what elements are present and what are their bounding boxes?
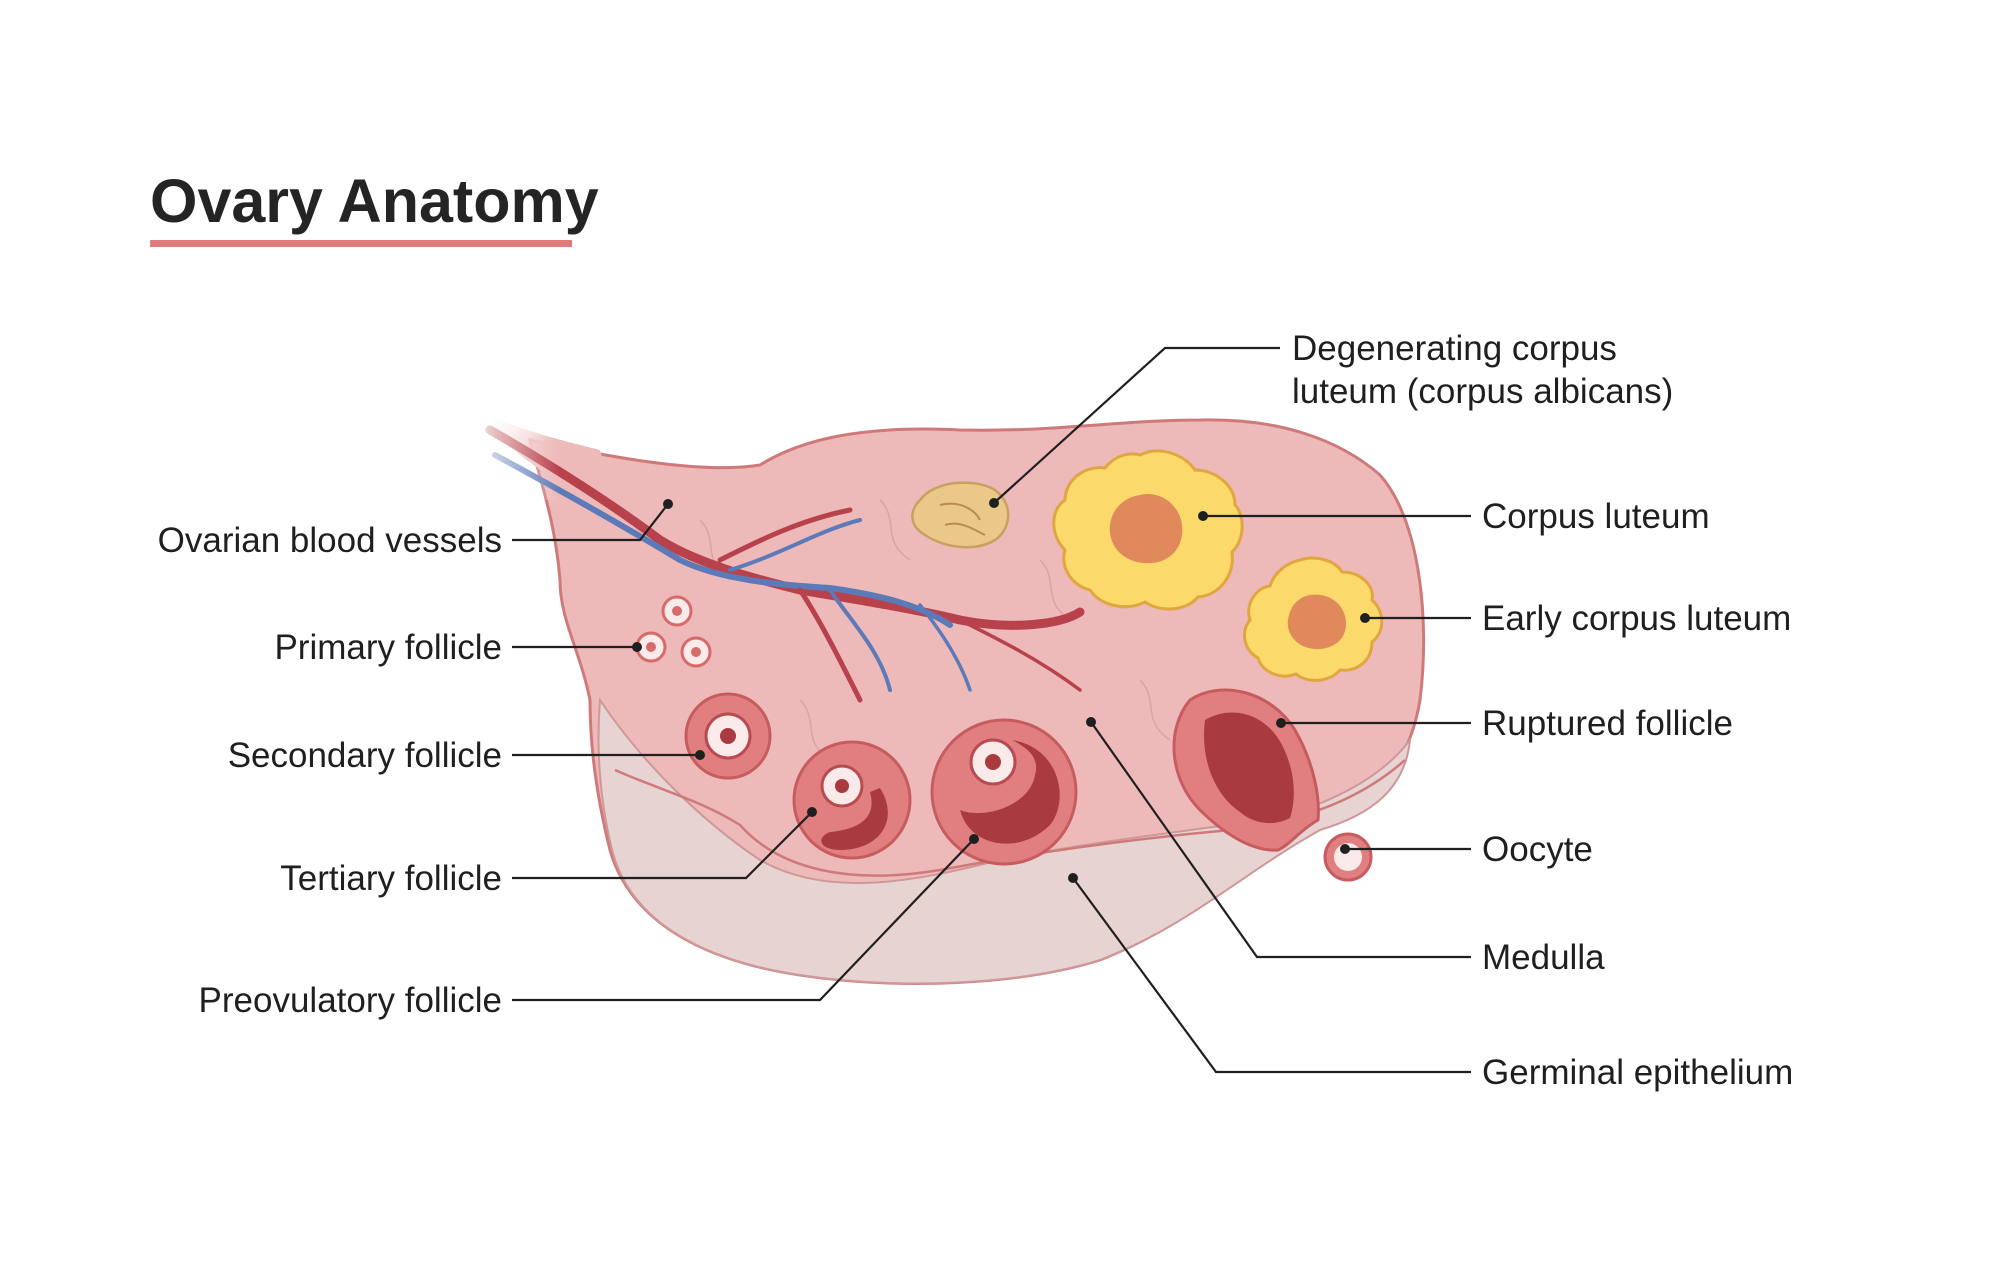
label-ruptured-follicle: Ruptured follicle — [1482, 704, 1733, 743]
label-corpus-luteum: Corpus luteum — [1482, 497, 1710, 536]
ruptured-follicle-shape — [1172, 688, 1320, 852]
page-title: Ovary Anatomy — [150, 167, 599, 235]
leader-dot-preovulatory-follicle — [969, 834, 979, 844]
leader-germinal-epithelium — [1072, 877, 1471, 1074]
label-oocyte: Oocyte — [1482, 830, 1593, 869]
ovary-illustration — [460, 400, 1426, 985]
leader-dot-tertiary-follicle — [807, 807, 817, 817]
early-corpus-luteum-shape — [1242, 556, 1384, 682]
label-tertiary-follicle: Tertiary follicle — [280, 859, 502, 898]
artery — [485, 425, 1085, 630]
label-medulla: Medulla — [1482, 938, 1605, 977]
leader-dot-ovarian-blood-vessels — [663, 499, 673, 509]
leader-dot-early-corpus-luteum — [1360, 613, 1370, 623]
leader-dot-oocyte — [1340, 844, 1350, 854]
label-preovulatory-follicle: Preovulatory follicle — [199, 981, 502, 1020]
vein-branch-2 — [828, 588, 892, 692]
corpus-luteum-shape — [1052, 449, 1244, 611]
label-secondary-follicle: Secondary follicle — [228, 736, 502, 775]
oocyte-shape — [1323, 832, 1373, 882]
artery-branch-1 — [717, 507, 853, 563]
leader-dot-germinal-epithelium — [1068, 873, 1078, 883]
label-primary-follicle: Primary follicle — [274, 628, 502, 667]
secondary-follicle — [684, 692, 772, 780]
vein-branch-1 — [728, 518, 862, 572]
medulla-region — [597, 697, 1412, 985]
leader-dot-secondary-follicle — [695, 750, 705, 760]
blood-vessels — [460, 400, 1085, 703]
leader-preovulatory-follicle — [512, 838, 975, 1002]
title-underline — [150, 240, 572, 247]
leader-ovarian-blood-vessels — [512, 503, 669, 542]
leader-lines — [512, 346, 1471, 1074]
artery-branch-2 — [797, 587, 863, 703]
leader-degenerating-corpus-luteum — [993, 346, 1280, 504]
label-germinal-epithelium: Germinal epithelium — [1482, 1053, 1793, 1092]
vein — [492, 452, 953, 628]
leader-dot-degenerating-corpus-luteum — [989, 498, 999, 508]
corpus-albicans-shape — [911, 481, 1010, 549]
label-early-corpus-luteum: Early corpus luteum — [1482, 599, 1791, 638]
labels: Ovarian blood vessels Primary follicle S… — [158, 329, 1794, 1092]
primary-follicles — [635, 595, 712, 668]
tertiary-follicle — [792, 740, 912, 860]
vein-branch-3 — [918, 603, 972, 692]
label-ovarian-blood-vessels: Ovarian blood vessels — [158, 521, 502, 560]
leader-dot-medulla — [1086, 717, 1096, 727]
artery-branch-3 — [958, 618, 1082, 692]
label-degenerating-line1: Degenerating corpus — [1292, 329, 1617, 368]
leader-dot-primary-follicle — [632, 642, 642, 652]
leader-dot-corpus-luteum — [1198, 511, 1208, 521]
preovulatory-follicle — [930, 718, 1078, 866]
leader-tertiary-follicle — [512, 811, 813, 880]
leader-dot-ruptured-follicle — [1276, 718, 1286, 728]
leader-medulla — [1090, 721, 1471, 959]
label-degenerating-line2: luteum (corpus albicans) — [1292, 372, 1673, 411]
